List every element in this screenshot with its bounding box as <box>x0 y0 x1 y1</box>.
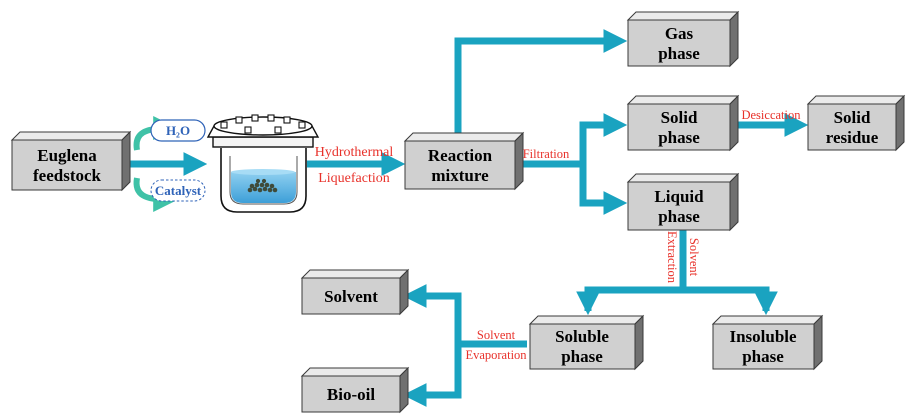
box-gas-phase: Gas phase <box>626 10 740 68</box>
box-solvent: Solvent <box>300 268 410 316</box>
extraction-label-line1: Solvent <box>687 238 701 277</box>
catalyst-input-pill: Catalyst <box>150 179 206 202</box>
arrow-split-to-liquid <box>579 164 628 215</box>
arrow-split-to-solid <box>579 113 628 164</box>
box-solid-line1: Solid <box>661 108 698 127</box>
box-gas-line1: Gas <box>665 24 694 43</box>
box-solid-line2: phase <box>658 128 700 147</box>
box-euglena-line1: Euglena <box>37 146 97 165</box>
arrow-extraction-to-soluble <box>584 286 770 311</box>
box-residue-line2: residue <box>826 128 879 147</box>
water-label: H₂O <box>166 123 190 138</box>
hydrothermal-label-line2: Liquefaction <box>318 171 390 186</box>
arrow-mixture-to-gas <box>454 29 628 143</box>
hydrothermal-label-line1: Hydrothermal <box>315 145 394 160</box>
box-reaction-mixture: Reaction mixture <box>403 131 525 191</box>
box-liquid-line2: phase <box>658 207 700 226</box>
box-reaction-line2: mixture <box>431 166 489 185</box>
arrow-evaporation-to-solvent <box>402 284 462 344</box>
desiccation-label: Desiccation <box>741 108 801 122</box>
reactor-vessel-icon <box>206 114 320 213</box>
evaporation-label-line2: Evaporation <box>465 348 527 362</box>
box-soluble-line1: Soluble <box>555 327 609 346</box>
box-euglena-line2: feedstock <box>33 166 102 185</box>
box-gas-line2: phase <box>658 44 700 63</box>
box-insoluble-phase: Insoluble phase <box>711 314 824 371</box>
box-soluble-phase: Soluble phase <box>528 314 645 371</box>
box-bio-oil: Bio-oil <box>300 366 410 414</box>
box-euglena-feedstock: Euglena feedstock <box>10 130 132 192</box>
box-solvent-label: Solvent <box>324 287 378 306</box>
box-solid-residue: Solid residue <box>806 94 906 152</box>
box-insoluble-line2: phase <box>742 347 784 366</box>
box-insoluble-line1: Insoluble <box>729 327 797 346</box>
connectors <box>122 29 809 407</box>
catalyst-pellets-icon <box>247 178 278 193</box>
water-input-pill: H₂O <box>150 119 206 142</box>
box-liquid-line1: Liquid <box>654 187 704 206</box>
catalyst-label: Catalyst <box>155 183 202 198</box>
box-biooil-label: Bio-oil <box>327 385 375 404</box>
box-solid-phase: Solid phase <box>626 94 740 152</box>
evaporation-label-line1: Solvent <box>477 328 516 342</box>
box-residue-line1: Solid <box>834 108 871 127</box>
extraction-label-line2: Extraction <box>665 231 679 284</box>
box-soluble-line2: phase <box>561 347 603 366</box>
arrow-evaporation-to-biooil <box>402 344 462 407</box>
solvent-extraction-label: Solvent Extraction <box>665 231 701 284</box>
box-reaction-line1: Reaction <box>428 146 493 165</box>
filtration-label: Filtration <box>523 147 570 161</box>
box-liquid-phase: Liquid phase <box>626 172 740 232</box>
